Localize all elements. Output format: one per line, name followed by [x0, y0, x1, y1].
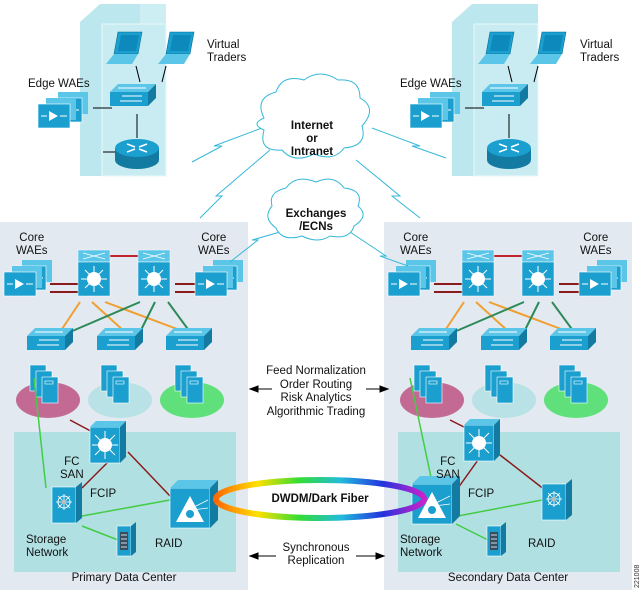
wan-links [191, 127, 447, 267]
fc-line2: SAN [436, 469, 460, 481]
replication-line1: Synchronous [282, 542, 350, 554]
internet-line1: Internet [290, 120, 334, 132]
fc-line2: SAN [60, 469, 84, 481]
primary-dc-title: Primary Data Center [71, 572, 177, 584]
exchanges-line2: /ECNs [299, 221, 333, 233]
storage-line1: Storage [400, 534, 441, 546]
arrows [248, 385, 390, 560]
exchanges-line1: Exchanges [285, 208, 347, 220]
internet-cloud [256, 73, 370, 159]
fc-line1: FC [64, 456, 80, 468]
fcip-label: FCIP [468, 488, 495, 500]
fcip-label: FCIP [90, 488, 117, 500]
dwdm-ring [213, 477, 427, 521]
traders-line1: Virtual [580, 39, 613, 51]
san-primary [33, 377, 219, 557]
app-risk-analytics: Risk Analytics [280, 392, 352, 404]
storage-line2: Network [400, 547, 443, 559]
core-line1: Core [403, 232, 429, 244]
storage-line1: Storage [26, 534, 67, 546]
trader-site-right [409, 4, 567, 177]
storage-line2: Network [26, 547, 69, 559]
exchanges-cloud-label: Exchanges/ECNs [280, 208, 352, 234]
traders-line2: Traders [207, 52, 247, 64]
dwdm-label: DWDM/Dark Fiber [271, 493, 369, 505]
edge-waes-right-label: Edge WAEs [400, 78, 462, 90]
traders-line1: Virtual [207, 39, 240, 51]
core-line2: WAEs [16, 245, 48, 257]
raid-label: RAID [528, 538, 556, 550]
traders-line2: Traders [580, 52, 620, 64]
app-algorithmic-trading: Algorithmic Trading [266, 405, 366, 418]
app-order-routing: Order Routing [279, 378, 353, 391]
edge-waes-left-label: Edge WAEs [28, 78, 90, 90]
raid-label: RAID [155, 538, 183, 550]
figure-id: 221008 [634, 564, 641, 588]
secondary-dc-title: Secondary Data Center [447, 572, 569, 584]
apps-list: Feed Normalization Order Routing Risk An… [248, 365, 384, 419]
core-line2: WAEs [198, 245, 230, 257]
internet-line2: or [306, 133, 318, 145]
replication-line2: Replication [287, 555, 345, 567]
core-line1: Core [583, 232, 609, 244]
internet-line3: Intranet [290, 146, 334, 158]
san-secondary [409, 377, 573, 557]
app-feed-normalization: Feed Normalization [266, 365, 366, 377]
core-line2: WAEs [400, 245, 432, 257]
trader-site-left [37, 4, 195, 177]
fc-line1: FC [440, 456, 456, 468]
core-line2: WAEs [580, 245, 612, 257]
core-line1: Core [19, 232, 45, 244]
core-line1: Core [201, 232, 227, 244]
exchanges-cloud [267, 178, 364, 241]
